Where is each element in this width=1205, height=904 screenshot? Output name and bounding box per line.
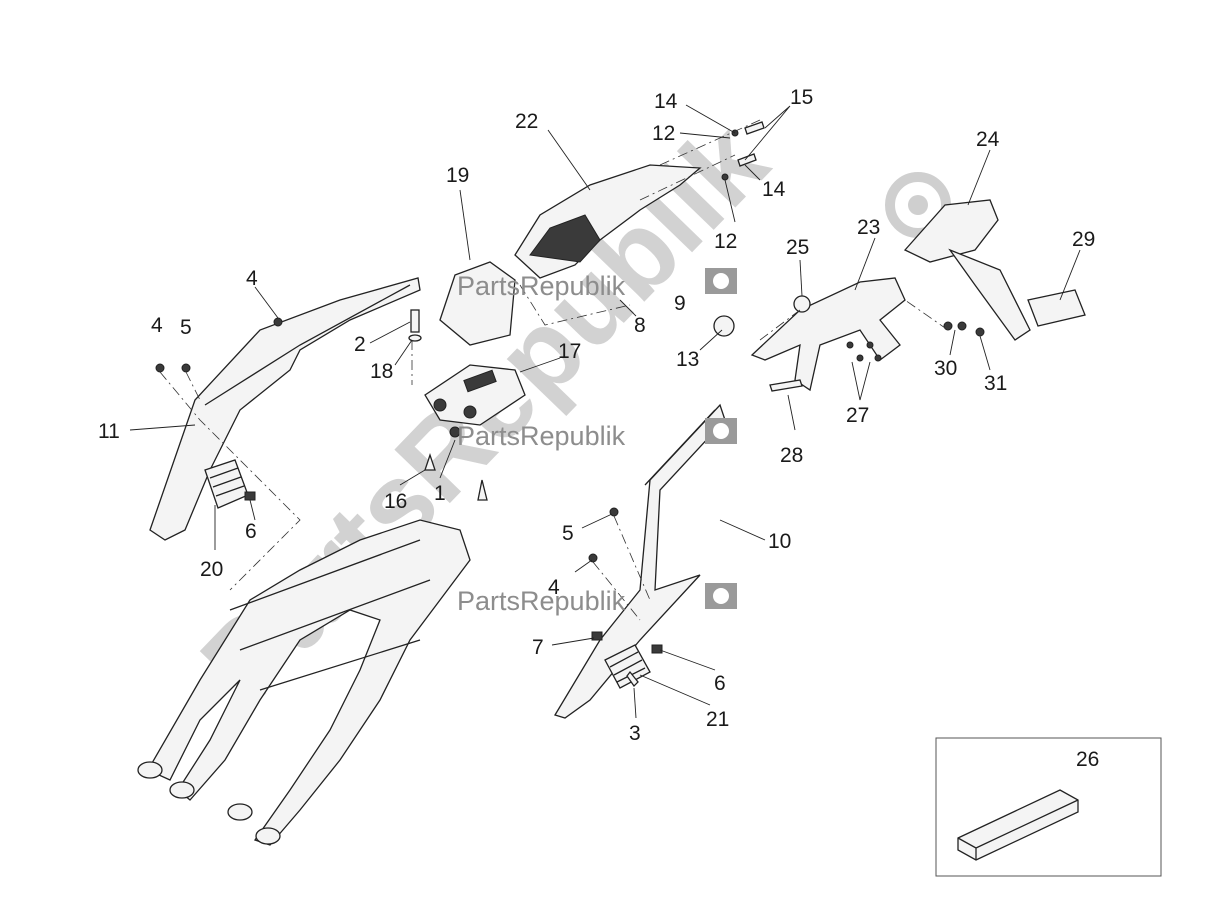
callout-10: 10	[768, 530, 791, 553]
callout-5: 5	[562, 522, 574, 545]
callout-5: 5	[180, 316, 192, 339]
assembly-lines	[159, 119, 949, 621]
callout-31: 31	[984, 372, 1007, 395]
callout-13: 13	[676, 348, 699, 371]
callout-8: 8	[634, 314, 646, 337]
callout-23: 23	[857, 216, 880, 239]
seat-lock-housing	[424, 364, 526, 426]
svg-text:PartsRepublik: PartsRepublik	[457, 271, 626, 301]
left-footrest-pad	[204, 459, 249, 509]
svg-text:PartsRepublik: PartsRepublik	[457, 421, 626, 451]
callout-25: 25	[786, 236, 809, 259]
callout-30: 30	[934, 357, 957, 380]
callout-17: 17	[558, 340, 581, 363]
watermark-small-3: PartsRepublik	[457, 583, 737, 616]
rear-reflector	[1027, 289, 1086, 327]
callout-29: 29	[1072, 228, 1095, 251]
kit-box	[935, 737, 1162, 877]
callout-11: 11	[98, 420, 120, 443]
callout-24: 24	[976, 128, 1000, 151]
callout-7: 7	[532, 636, 544, 659]
leader-lines	[129, 104, 1081, 719]
callout-16: 16	[384, 490, 407, 513]
tail-light	[903, 199, 1031, 341]
callout-26: 26	[1076, 748, 1099, 771]
callout-9: 9	[674, 292, 686, 315]
callout-14: 14	[762, 178, 786, 201]
callout-14: 14	[654, 90, 678, 113]
svg-text:PartsRepublik: PartsRepublik	[457, 586, 626, 616]
callout-19: 19	[446, 164, 469, 187]
callout-12: 12	[714, 230, 737, 253]
callout-labels: 22 14 15 12 14 12 19 24 23 25 29 4 4 5 2…	[98, 86, 1099, 771]
callout-18: 18	[370, 360, 393, 383]
callout-28: 28	[780, 444, 803, 467]
callout-12: 12	[652, 122, 675, 145]
callout-6: 6	[245, 520, 257, 543]
callout-15: 15	[790, 86, 813, 109]
callout-20: 20	[200, 558, 223, 581]
callout-3: 3	[629, 722, 641, 745]
callout-22: 22	[515, 110, 538, 133]
passenger-seat	[439, 261, 516, 346]
watermark-small-2: PartsRepublik	[457, 418, 737, 451]
callout-21: 21	[706, 708, 729, 731]
callout-4: 4	[151, 314, 163, 337]
license-plate-holder	[750, 277, 906, 392]
left-side-fairing	[149, 277, 421, 541]
callout-2: 2	[354, 333, 366, 356]
callout-6: 6	[714, 672, 726, 695]
rear-frame	[137, 519, 471, 846]
right-footrest-pad	[604, 644, 651, 689]
callout-27: 27	[846, 404, 869, 427]
callout-4: 4	[548, 576, 560, 599]
callout-1: 1	[434, 482, 446, 505]
watermark-small-1: PartsRepublik	[457, 268, 737, 301]
callout-4: 4	[246, 267, 258, 290]
